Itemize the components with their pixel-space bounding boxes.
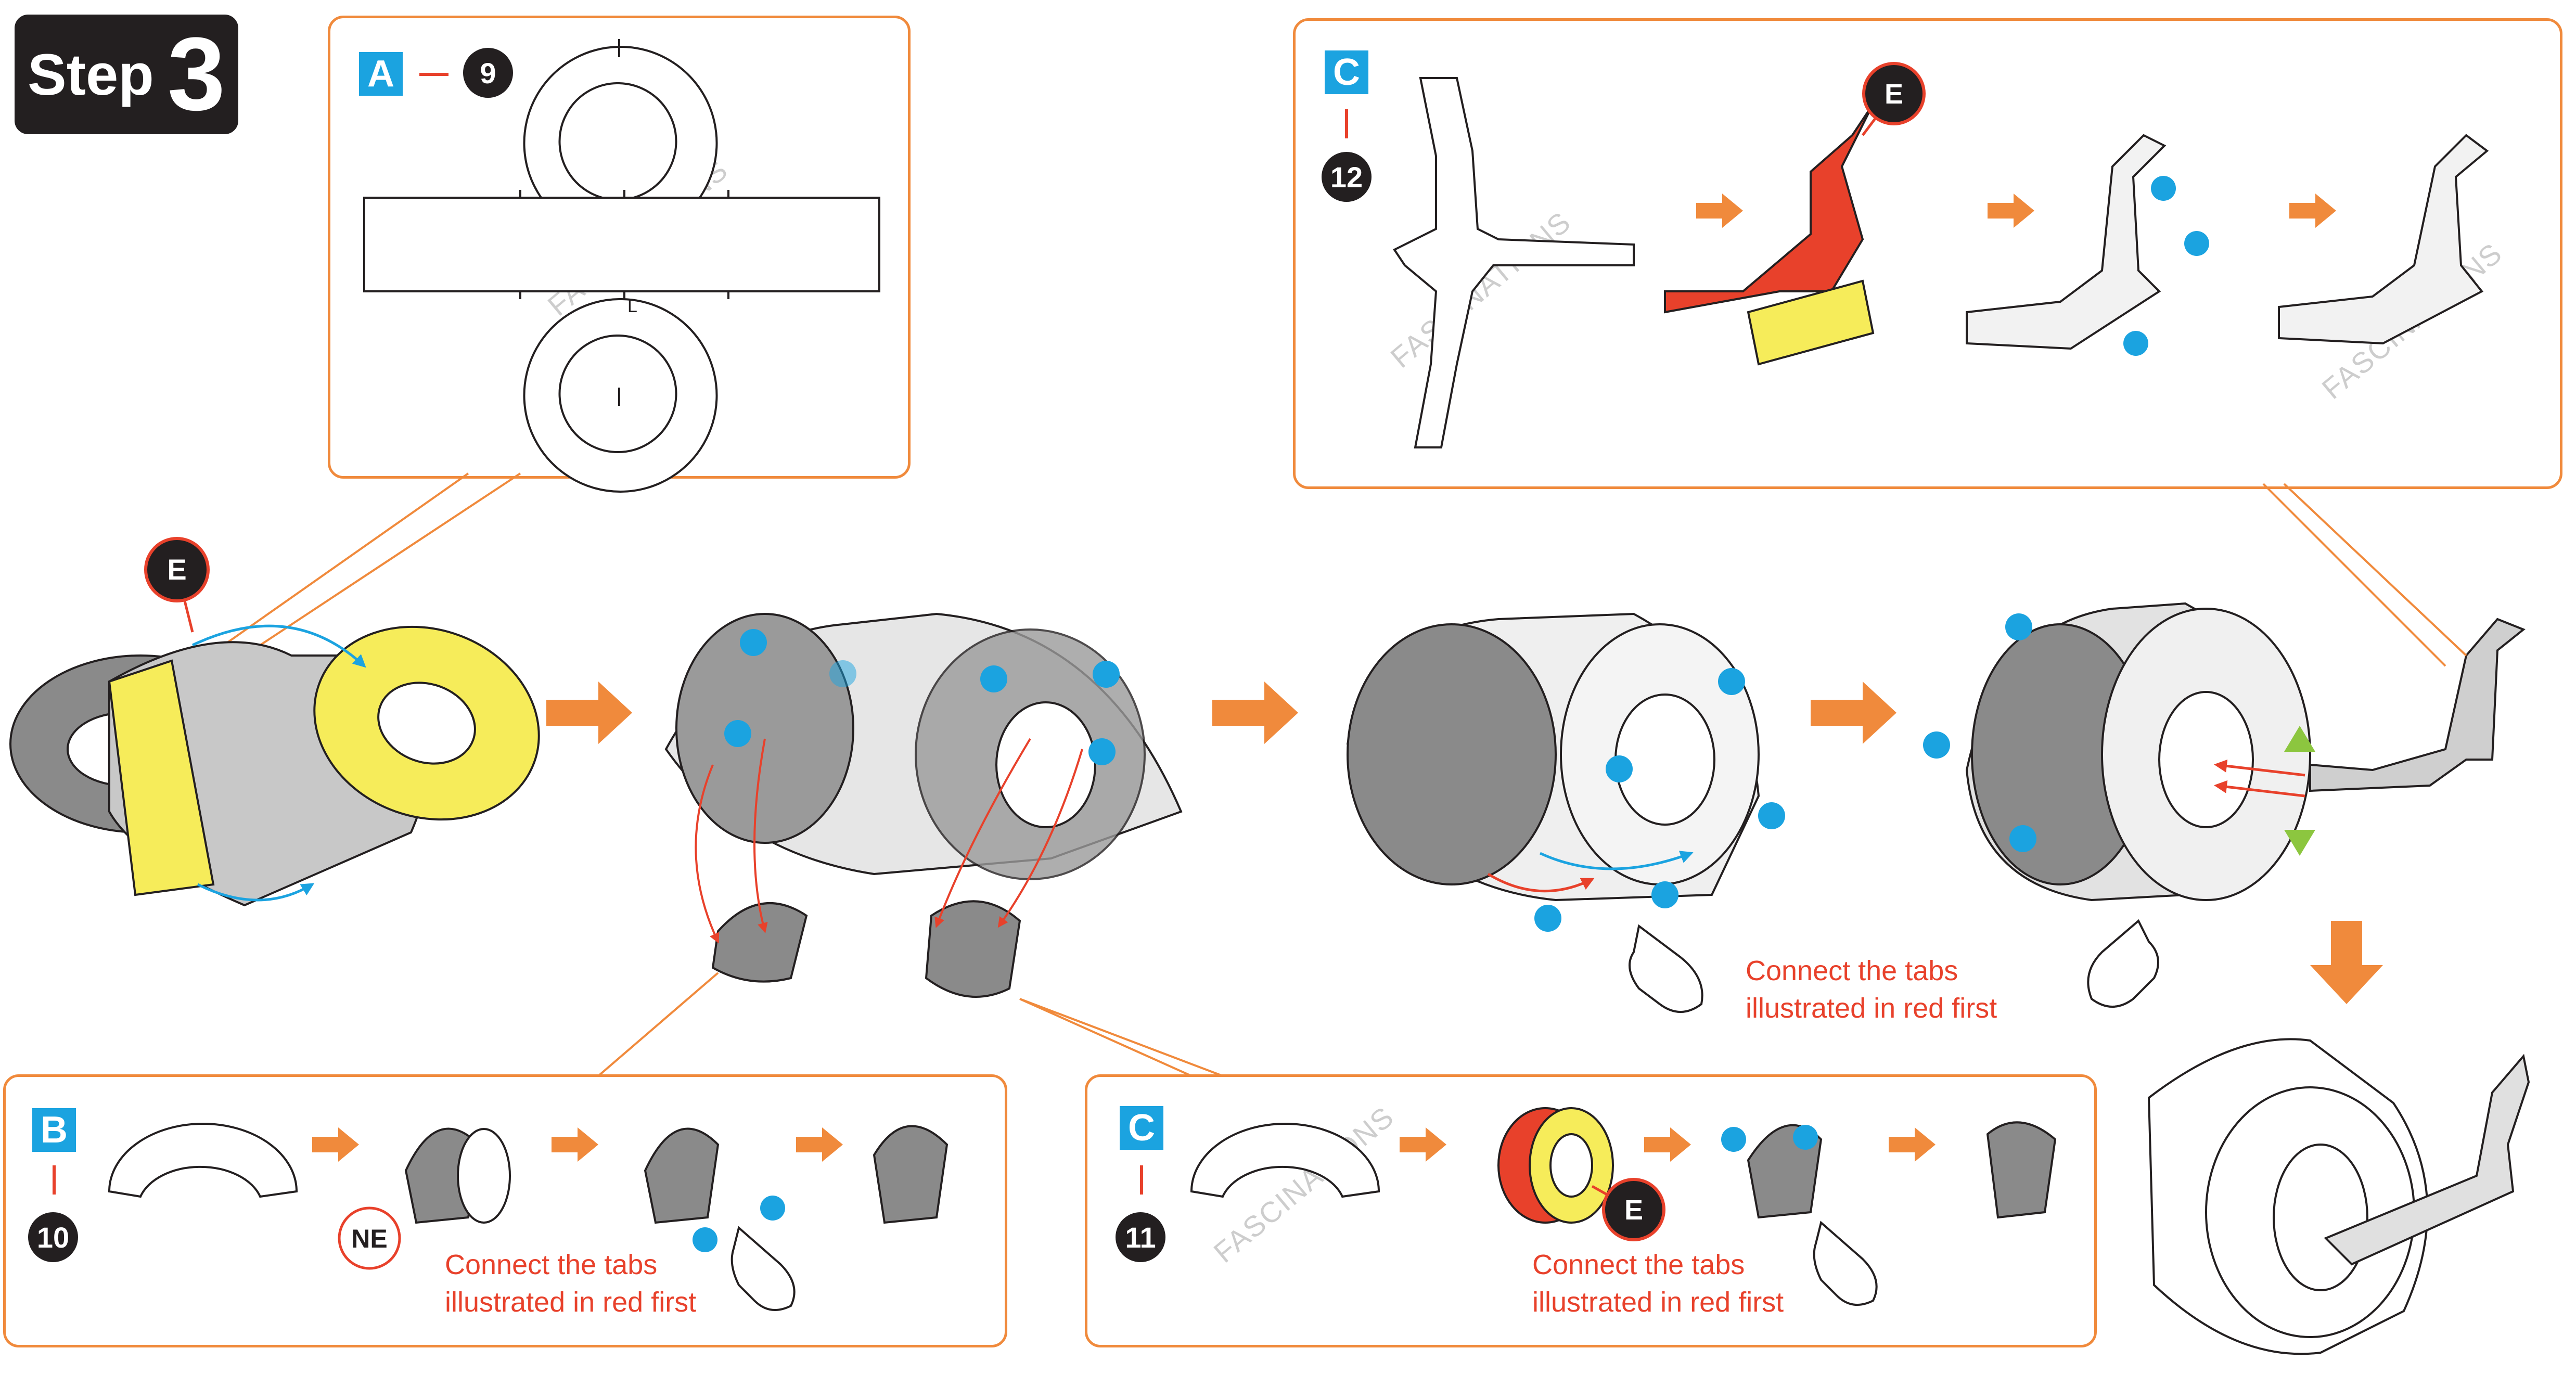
panel-b-steps [406, 1126, 947, 1223]
final-assembly [2149, 1039, 2529, 1354]
part-l-label: L [627, 297, 637, 316]
panel-c-top-arrows [1696, 194, 2336, 228]
panel-c-bottom-e-label: E [1624, 1195, 1643, 1226]
arrow-right-icon [546, 682, 632, 744]
ne-label: NE [351, 1224, 387, 1253]
panel-c-bottom-steps [1498, 1108, 2055, 1223]
pointing-hand-icon [2088, 921, 2158, 1007]
stage-2-connectors [598, 973, 1223, 1076]
panel-c-top-e-label: E [1885, 79, 1903, 110]
arrow-down-icon [2310, 921, 2383, 1004]
arrow-right-icon [1212, 682, 1298, 744]
panel-a-connector [224, 473, 520, 645]
panel-a-flat-pieces [364, 39, 879, 492]
stage-3-assembly [1348, 614, 1759, 900]
panel-c-bottom-flat-piece [1191, 1124, 1379, 1197]
pointing-hand-icon [1814, 1223, 1877, 1305]
panel-c-bottom-arrows [1400, 1127, 1936, 1162]
pointing-hand-icon [732, 1228, 794, 1310]
panel-c-top-step-1 [1665, 104, 1873, 364]
panel-c-top-step-2 [1967, 135, 2164, 349]
stage-1-e-label: E [167, 553, 186, 586]
panel-b-arrows [312, 1127, 843, 1162]
panel-b-flat-piece [109, 1124, 297, 1197]
panel-c-top-connector [2263, 484, 2466, 666]
pointing-hand-icon [1630, 926, 1702, 1012]
stage-1-assembly [10, 596, 566, 905]
panel-c-top-step-3 [2279, 135, 2487, 343]
panel-c-top-flat-piece [1394, 78, 1634, 447]
arrow-right-icon [1811, 682, 1896, 744]
stage-4-assembly [1967, 603, 2523, 900]
